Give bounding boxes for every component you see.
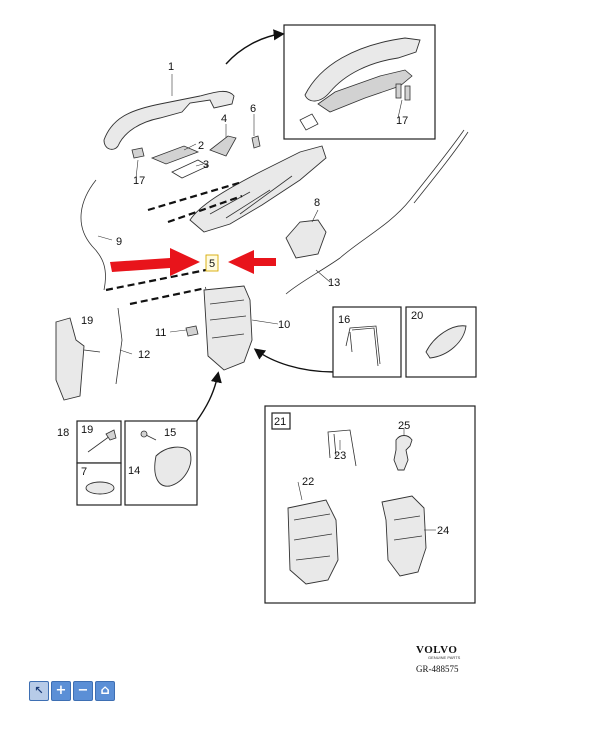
callout-12: 12 (138, 349, 150, 361)
callout-23: 23 (334, 450, 346, 462)
callout-5: 5 (209, 258, 215, 270)
viewer-toolbar: ↖ + − ⌂ (29, 681, 115, 701)
handle-screw (131, 147, 145, 159)
callout-18: 18 (57, 427, 69, 439)
inset-19 (76, 420, 122, 464)
handle-gasket (171, 159, 209, 179)
highlight-arrow-right (228, 250, 276, 274)
callout-20: 20 (411, 310, 423, 322)
lock-cover (285, 219, 327, 259)
callout-9: 9 (116, 236, 122, 248)
lock-screw (185, 325, 199, 337)
callout-14: 14 (128, 465, 140, 477)
arrow-cursor-icon[interactable]: ↖ (29, 681, 49, 701)
inset-7 (76, 462, 122, 506)
callout-10: 10 (278, 319, 290, 331)
callout-22: 22 (302, 476, 314, 488)
zoom-in-button[interactable]: + (51, 681, 71, 701)
callout-21: 21 (274, 416, 286, 428)
callout-19-main: 19 (81, 315, 93, 327)
callout-7: 7 (81, 466, 87, 478)
drawing-code: GR-488575 (416, 664, 459, 674)
outer-handle (103, 90, 235, 150)
callout-25: 25 (398, 420, 410, 432)
callout-13: 13 (328, 277, 340, 289)
callout-17-inset: 17 (396, 115, 408, 127)
volvo-logo-text: VOLVO (416, 644, 457, 656)
inset-handle-detail (283, 24, 436, 140)
callout-16: 16 (338, 314, 350, 326)
bracket-screw (251, 135, 261, 149)
inset-20 (405, 306, 477, 378)
handle-carrier (189, 145, 327, 233)
callout-3: 3 (203, 159, 209, 171)
callout-6: 6 (250, 103, 256, 115)
callout-24: 24 (437, 525, 449, 537)
callout-8: 8 (314, 197, 320, 209)
handle-base-plate (150, 145, 200, 165)
inset-21 (264, 405, 476, 604)
callout-1: 1 (168, 61, 174, 73)
rivet (83, 349, 101, 353)
part-5-highlight-box (205, 254, 219, 272)
inner-release-cable (80, 179, 106, 291)
zoom-out-button[interactable]: − (73, 681, 93, 701)
callout-19-inset: 19 (81, 424, 93, 436)
callout-17-main: 17 (133, 175, 145, 187)
home-icon[interactable]: ⌂ (95, 681, 115, 701)
lock-cylinder-cover (209, 135, 237, 157)
outer-release-cable (285, 129, 465, 295)
inset-14-15 (124, 420, 198, 506)
callout-15: 15 (164, 427, 176, 439)
lock-rod (115, 307, 123, 385)
callout-11: 11 (155, 327, 166, 339)
genuine-parts-text: GENUINE PARTS (428, 655, 461, 660)
mounting-bracket (55, 317, 85, 401)
highlight-arrow-left (110, 248, 200, 276)
inset-16 (332, 306, 402, 378)
door-lock (203, 285, 253, 371)
callout-4: 4 (221, 113, 227, 125)
callout-2: 2 (198, 140, 204, 152)
